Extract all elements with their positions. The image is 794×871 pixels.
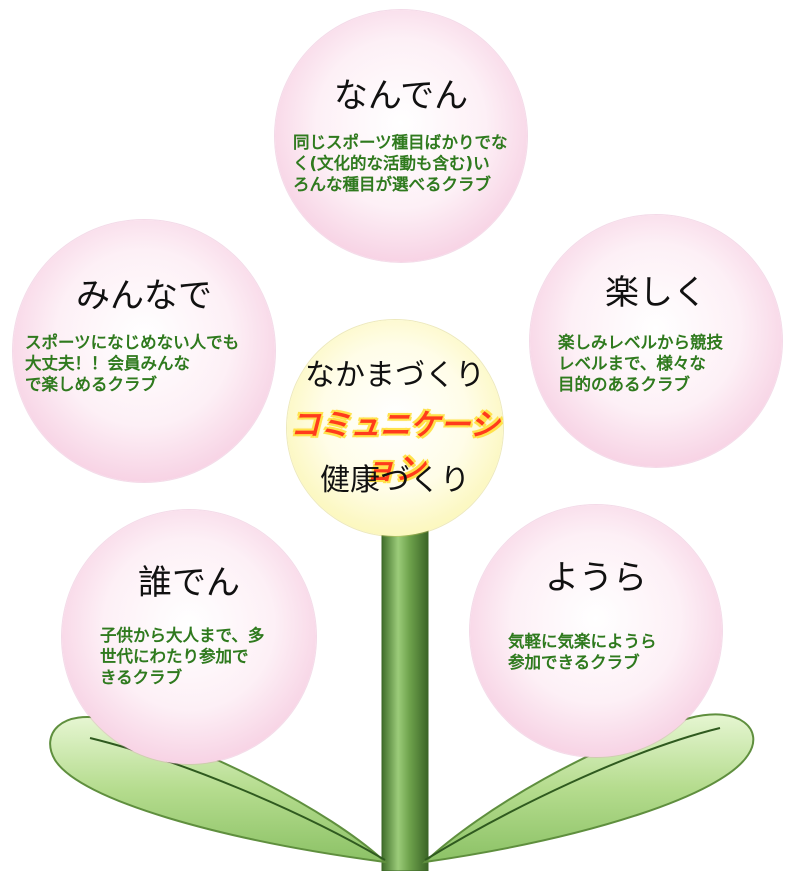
petal-title: みんなで — [76, 276, 212, 316]
petal-tanoshiku: 楽しく 楽しみレベルから競技 レベルまで、様々な 目的のあるクラブ — [530, 215, 782, 467]
stem — [381, 519, 429, 871]
petal-daredan: 誰でん 子供から大人まで、多 世代にわたり参加で きるクラブ — [62, 510, 316, 764]
petal-description: スポーツになじめない人でも 大丈夫！！会員みんな で楽しめるクラブ — [25, 333, 240, 394]
petal-nanden: なんでん 同じスポーツ種目ばかりでな く(文化的な活動も含む)い ろんな種目が選… — [275, 10, 527, 262]
petal-title: 誰でん — [138, 563, 240, 603]
petal-title: なんでん — [333, 76, 469, 116]
center-line-nakamazukuri: なかまづくり — [305, 358, 485, 393]
right-leaf — [422, 713, 755, 864]
petal-title: ようら — [545, 558, 647, 598]
petal-minnade: みんなで スポーツになじめない人でも 大丈夫！！会員みんな で楽しめるクラブ — [13, 220, 275, 482]
petal-description: 子供から大人まで、多 世代にわたり参加で きるクラブ — [100, 626, 265, 687]
communication-label: コミュニケーション — [290, 408, 500, 487]
petal-description: 楽しみレベルから競技 レベルまで、様々な 目的のあるクラブ — [558, 333, 723, 394]
petal-title: 楽しく — [605, 273, 707, 313]
petal-description: 同じスポーツ種目ばかりでな く(文化的な活動も含む)い ろんな種目が選べるクラブ — [293, 133, 508, 194]
petal-description: 気軽に気楽にようら 参加できるクラブ — [508, 632, 657, 672]
center-line-kenkouzukuri: 健康づくり — [320, 463, 470, 498]
flower-center: なかまづくり コミュニケーション 健康づくり — [287, 320, 503, 536]
left-leaf — [49, 716, 388, 864]
petal-youra: ようら 気軽に気楽にようら 参加できるクラブ — [470, 505, 722, 757]
